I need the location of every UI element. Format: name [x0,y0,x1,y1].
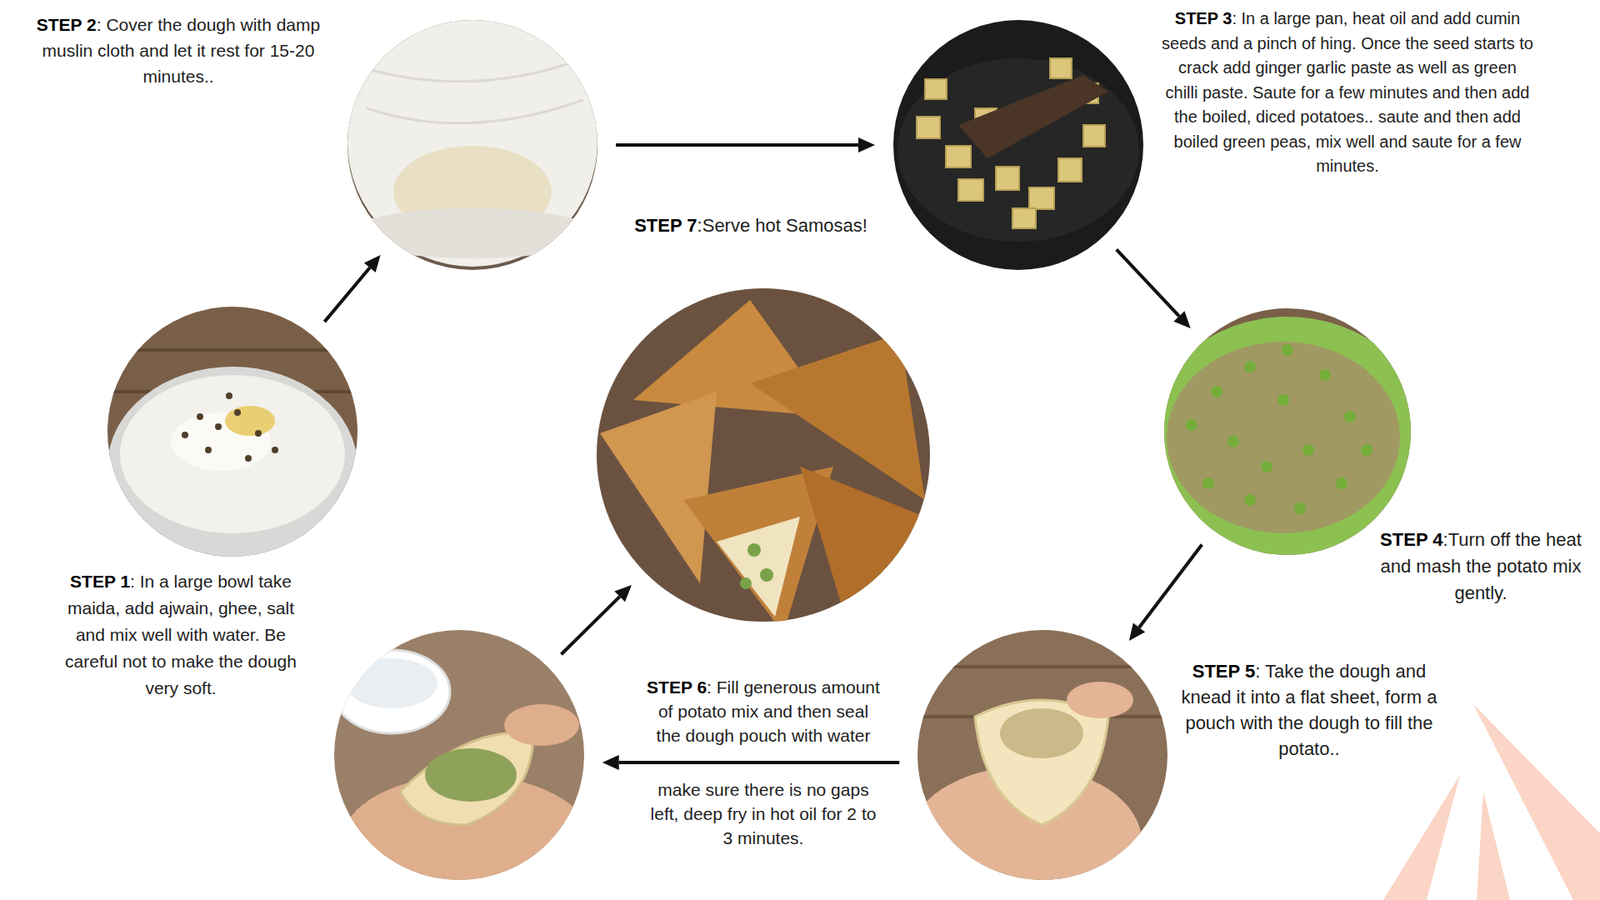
decor-wedges [1383,704,1600,900]
flour-photo [100,300,367,567]
flow-arrow [1116,249,1180,316]
step-description: STEP 3: In a large pan, heat oil and add… [1161,6,1534,180]
step-description: make sure there is no gaps left, deep fr… [646,777,880,850]
step-circle: STEP 7:Serve hot Samosas! [596,288,930,622]
step-text: :Serve hot Samosas! [697,215,868,236]
flow-arrow [560,596,620,655]
flow-arrow [1139,544,1202,627]
pan-photo [891,16,1150,275]
arrow-head [602,755,620,770]
step-circle: STEP 4:Turn off the heat and mash the po… [1164,308,1411,555]
arrow-head [1129,623,1145,641]
step-description: STEP 4:Turn off the heat and mash the po… [1368,526,1594,607]
step-text: : In a large pan, heat oil and add cumin… [1161,9,1534,175]
step-description: STEP 1: In a large bowl take maida, add … [53,568,309,702]
step-heading: STEP 7 [634,215,697,236]
arrow-head [858,137,875,153]
step-heading: STEP 5 [1192,660,1255,682]
step-heading: STEP 3 [1175,9,1233,28]
filling-photo [333,629,592,900]
flow-arrow [619,760,900,765]
step-description: STEP 2: Cover the dough with damp muslin… [11,11,345,90]
step-text: make sure there is no gaps left, deep fr… [650,780,877,848]
step-circle: STEP 6: Fill generous amount of potato m… [334,630,585,880]
step-circle: STEP 5: Take the dough and knead it into… [917,630,1168,880]
step-circle: STEP 1: In a large bowl take maida, add … [107,306,358,557]
step-heading: STEP 6 [646,677,707,697]
step-description: STEP 7:Serve hot Samosas! [596,213,905,239]
step-description: STEP 6: Fill generous amount of potato m… [646,675,880,748]
step-circle: STEP 3: In a large pan, heat oil and add… [893,20,1144,270]
flow-arrow [324,267,370,322]
step-description: STEP 5: Take the dough and knead it into… [1171,658,1447,762]
mash-photo [1145,304,1430,567]
flow-arrow [615,143,859,147]
step-heading: STEP 4 [1380,529,1443,550]
step-heading: STEP 2 [36,15,97,35]
dough-rest-photo [341,16,609,275]
step-heading: STEP 1 [70,571,130,591]
samosa-photo [596,288,930,634]
step-circle: STEP 2: Cover the dough with damp muslin… [347,20,598,270]
pouch-photo [908,629,1171,900]
